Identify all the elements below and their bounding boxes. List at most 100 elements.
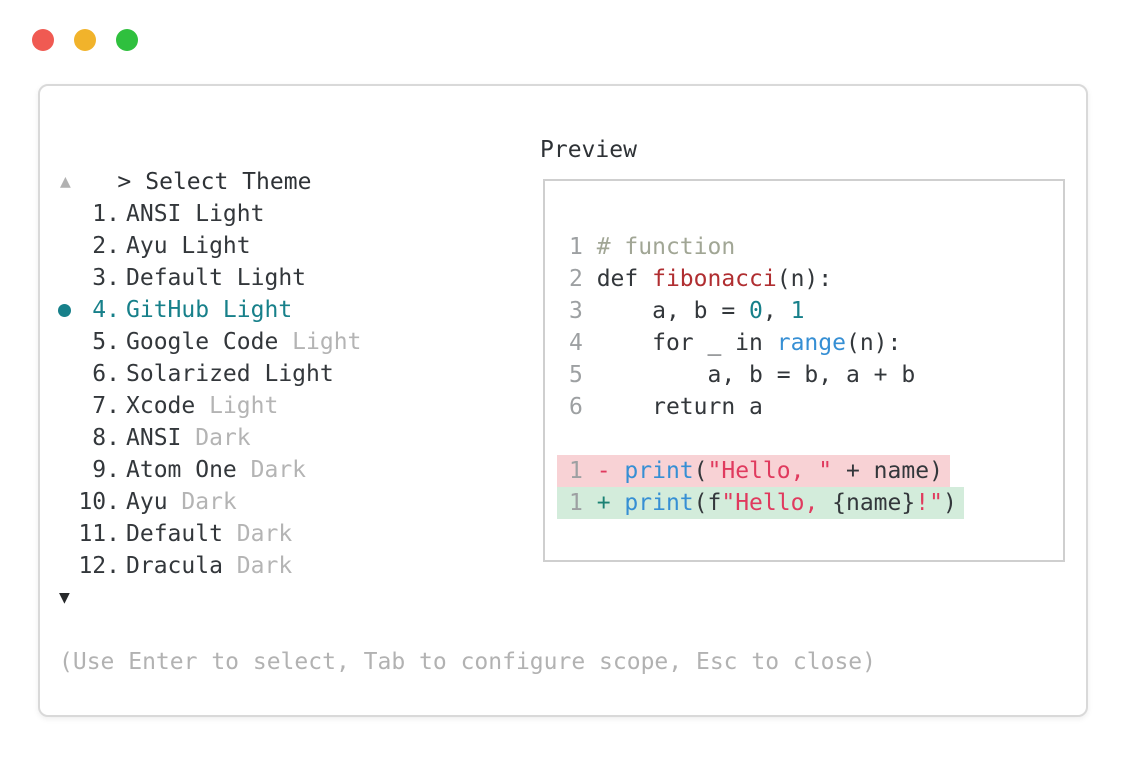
theme-list-item[interactable]: 11.Default Dark <box>58 518 518 550</box>
theme-name-text: Google Code <box>126 329 293 355</box>
theme-name-variant: Dark <box>236 521 293 547</box>
theme-number: 3. <box>92 265 120 291</box>
theme-name-text: GitHub Light <box>126 297 293 323</box>
code-token-add: + <box>596 490 625 516</box>
scroll-down-indicator[interactable]: ▼ <box>59 587 70 608</box>
code-token-code: , <box>762 298 791 324</box>
code-token-code: a, b = <box>596 298 750 324</box>
maximize-button[interactable] <box>116 29 138 51</box>
code-token-string: !" <box>915 490 943 516</box>
theme-number: 8. <box>92 425 120 451</box>
theme-name: GitHub Light <box>126 294 292 326</box>
line-number: 1 <box>569 234 597 260</box>
theme-number: 5. <box>92 329 120 355</box>
theme-list-item[interactable]: 9.Atom One Dark <box>58 454 518 486</box>
theme-name-text: Ayu <box>126 489 182 515</box>
theme-list-item[interactable]: 1.ANSI Light <box>58 198 518 230</box>
code-token-code: {name} <box>832 490 916 516</box>
code-token-code: (n): <box>845 330 902 356</box>
theme-number: 7. <box>92 393 120 419</box>
code-token-code: ) <box>942 490 957 516</box>
theme-number: 11. <box>78 521 120 547</box>
code-token-builtin: range <box>776 330 846 356</box>
preview-label: Preview <box>540 137 637 163</box>
code-token-builtin: print <box>624 458 694 484</box>
theme-name: Xcode Light <box>126 390 278 422</box>
theme-name-text: Ayu Light <box>126 233 251 259</box>
line-number: 1 <box>569 490 597 516</box>
code-line: 1 # function <box>545 231 1063 263</box>
scroll-up-indicator[interactable]: ▲ <box>60 171 71 192</box>
line-number: 3 <box>569 298 597 324</box>
theme-list-item[interactable]: 3.Default Light <box>58 262 518 294</box>
code-token-builtin: print <box>624 490 694 516</box>
theme-number: 10. <box>78 489 120 515</box>
code-token-num: 0 <box>749 298 763 324</box>
code-line: 2 def fibonacci(n): <box>545 263 1063 295</box>
theme-name-variant: Dark <box>250 457 307 483</box>
theme-name: Solarized Light <box>126 358 334 390</box>
prompt-title: Select Theme <box>145 169 312 195</box>
code-token-code: a, b = b, a + b <box>596 362 916 388</box>
theme-name-text: Solarized Light <box>126 361 334 387</box>
diff-highlight: 1 + print(f"Hello, {name}!") <box>557 487 964 519</box>
code-token-code: def <box>596 266 653 292</box>
code-token-string: "Hello, " <box>707 458 833 484</box>
theme-number: 9. <box>92 457 120 483</box>
line-number: 2 <box>569 266 597 292</box>
theme-name-text: ANSI Light <box>126 201 265 227</box>
code-token-code: (n): <box>776 266 833 292</box>
theme-name-variant: Light <box>292 329 362 355</box>
code-line: 5 a, b = b, a + b <box>545 359 1063 391</box>
theme-list-item[interactable]: 12.Dracula Dark <box>58 550 518 582</box>
minimize-button[interactable] <box>74 29 96 51</box>
theme-name: Google Code Light <box>126 326 361 358</box>
theme-name: Ayu Light <box>126 230 251 262</box>
diff-removed-line: 1 - print("Hello, " + name) <box>545 455 1063 487</box>
theme-name: Atom One Dark <box>126 454 306 486</box>
theme-number: 6. <box>92 361 120 387</box>
theme-name: ANSI Light <box>126 198 264 230</box>
code-token-num: 1 <box>790 298 805 324</box>
help-hint: (Use Enter to select, Tab to configure s… <box>59 649 876 675</box>
theme-number: 12. <box>78 553 120 579</box>
theme-list-item[interactable]: 6.Solarized Light <box>58 358 518 390</box>
theme-name: Dracula Dark <box>126 550 292 582</box>
theme-name-text: Dracula <box>126 553 237 579</box>
theme-name-variant: Dark <box>195 425 251 451</box>
code-line: 4 for _ in range(n): <box>545 327 1063 359</box>
theme-list-item-selected[interactable]: 4.GitHub Light <box>58 294 518 326</box>
theme-name-text: ANSI <box>126 425 196 451</box>
line-number: 1 <box>569 458 597 484</box>
code-token-comment: # function <box>596 234 736 260</box>
theme-name-text: Default <box>126 521 237 547</box>
code-line: 6 return a <box>545 391 1063 423</box>
theme-name: Ayu Dark <box>126 486 237 518</box>
line-number: 4 <box>569 330 597 356</box>
theme-list-item[interactable]: 7.Xcode Light <box>58 390 518 422</box>
theme-name-variant: Dark <box>181 489 237 515</box>
theme-name: Default Dark <box>126 518 292 550</box>
line-number: 6 <box>569 394 597 420</box>
theme-list-item[interactable]: 2.Ayu Light <box>58 230 518 262</box>
theme-list-item[interactable]: 10.Ayu Dark <box>58 486 518 518</box>
diff-highlight: 1 - print("Hello, " + name) <box>557 455 950 487</box>
theme-list-item[interactable]: 8.ANSI Dark <box>58 422 518 454</box>
theme-name: Default Light <box>126 262 306 294</box>
code-line <box>545 423 1063 455</box>
prompt-line: >Select Theme <box>62 134 311 195</box>
theme-list-item[interactable]: 5.Google Code Light <box>58 326 518 358</box>
line-number: 5 <box>569 362 597 388</box>
theme-name-text: Default Light <box>126 265 307 291</box>
code-token-string: "Hello, <box>721 490 833 516</box>
theme-number: 2. <box>92 233 120 259</box>
theme-number: 4. <box>92 297 120 323</box>
close-button[interactable] <box>32 29 54 51</box>
code-token-func: fibonacci <box>652 266 777 292</box>
diff-added-line: 1 + print(f"Hello, {name}!") <box>545 487 1063 519</box>
selected-bullet-icon <box>58 304 71 317</box>
